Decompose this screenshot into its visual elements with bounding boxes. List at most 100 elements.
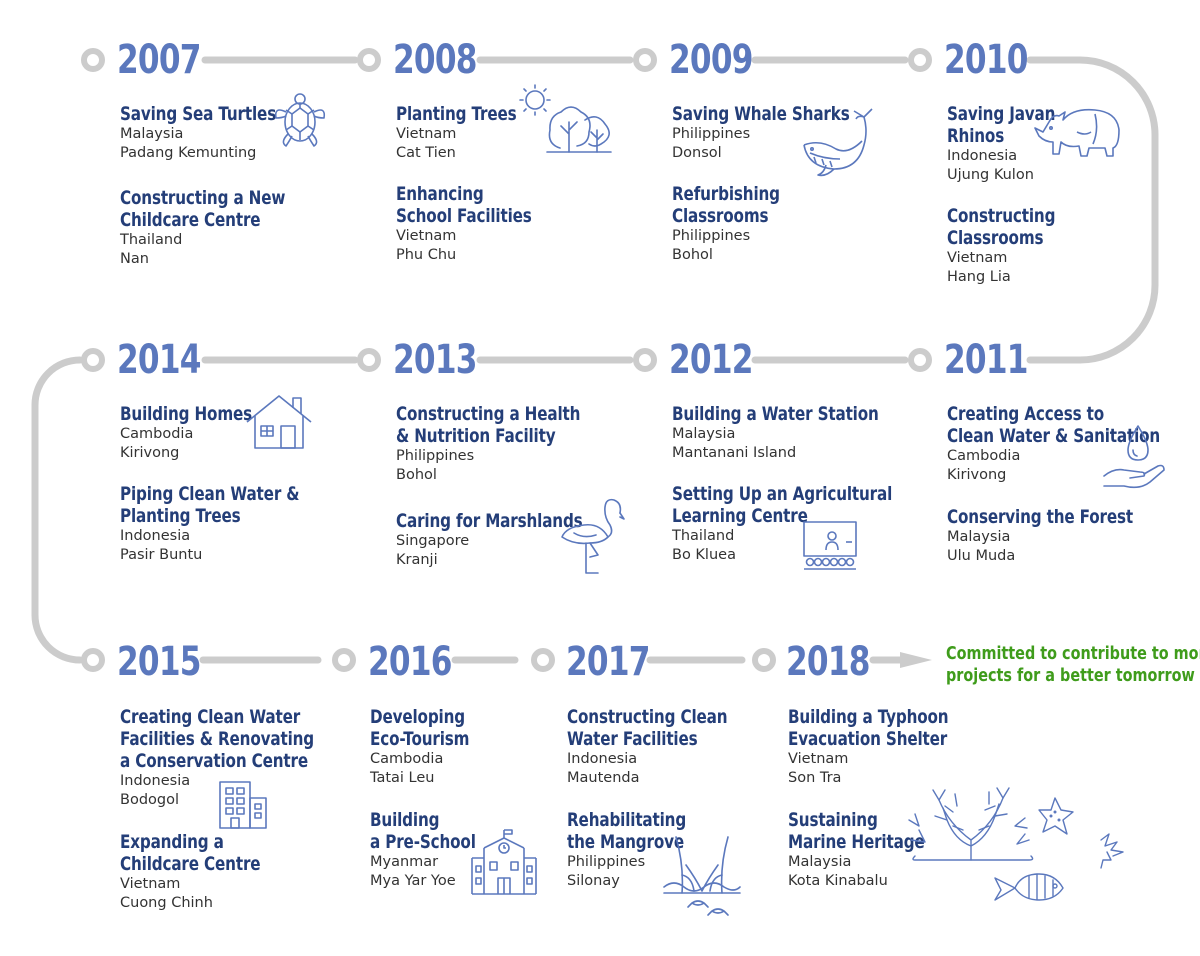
project-place: Kirivong bbox=[120, 445, 180, 461]
project-country: Cambodia bbox=[120, 426, 194, 442]
project-country: Indonesia bbox=[567, 751, 638, 767]
year-label: 2015 bbox=[117, 639, 201, 685]
year-label: 2018 bbox=[786, 639, 870, 685]
project-country: Vietnam bbox=[396, 228, 457, 244]
year-label: 2010 bbox=[944, 37, 1028, 83]
project-place: Tatai Leu bbox=[370, 770, 435, 786]
project-place: Bo Kluea bbox=[672, 547, 736, 563]
project-item: Piping Clean Water &Planting Trees Indon… bbox=[120, 483, 320, 565]
project-country: Myanmar bbox=[370, 854, 439, 870]
project-place: Pasir Buntu bbox=[120, 547, 203, 563]
project-place: Padang Kemunting bbox=[120, 145, 257, 161]
project-place: Silonay bbox=[567, 873, 620, 889]
project-place: Mautenda bbox=[567, 770, 640, 786]
project-item: Planting Trees Vietnam Cat Tien bbox=[396, 103, 596, 163]
project-item: Saving Sea Turtles Malaysia Padang Kemun… bbox=[120, 103, 320, 163]
project-title: Caring for Marshlands bbox=[396, 510, 583, 532]
project-place: Bodogol bbox=[120, 792, 179, 808]
project-country: Malaysia bbox=[120, 126, 184, 142]
project-place: Ujung Kulon bbox=[947, 167, 1034, 183]
project-country: Malaysia bbox=[947, 529, 1011, 545]
project-country: Philippines bbox=[672, 126, 751, 142]
year-label: 2012 bbox=[669, 337, 753, 383]
project-title: Conserving the Forest bbox=[947, 506, 1134, 528]
project-country: Malaysia bbox=[788, 854, 852, 870]
project-place: Donsol bbox=[672, 145, 722, 161]
project-place: Cat Tien bbox=[396, 145, 456, 161]
project-place: Phu Chu bbox=[396, 247, 457, 263]
arrow-icon bbox=[900, 652, 932, 668]
project-title: Saving Sea Turtles bbox=[120, 103, 277, 125]
coral-fish-icon bbox=[905, 780, 1135, 905]
project-country: Indonesia bbox=[947, 148, 1018, 164]
project-country: Vietnam bbox=[396, 126, 457, 142]
project-item: Building Homes Cambodia Kirivong bbox=[120, 403, 320, 463]
sun-trees-icon bbox=[505, 82, 615, 157]
project-place: Bohol bbox=[672, 247, 713, 263]
project-place: Hang Lia bbox=[947, 269, 1011, 285]
project-title: Constructing a Health& Nutrition Facilit… bbox=[396, 403, 581, 447]
project-title: Planting Trees bbox=[396, 103, 517, 125]
project-country: Vietnam bbox=[120, 876, 181, 892]
year-label: 2009 bbox=[669, 37, 753, 83]
flamingo-icon bbox=[560, 495, 630, 575]
water-hand-icon bbox=[1100, 420, 1170, 495]
whale-icon bbox=[800, 105, 875, 177]
project-country: Thailand bbox=[120, 232, 183, 248]
project-country: Cambodia bbox=[947, 448, 1021, 464]
project-country: Indonesia bbox=[120, 773, 191, 789]
project-place: Mantanani Island bbox=[672, 445, 797, 461]
project-place: Kirivong bbox=[947, 467, 1007, 483]
project-title: Piping Clean Water &Planting Trees bbox=[120, 483, 300, 527]
project-place: Bohol bbox=[396, 467, 437, 483]
house-icon bbox=[245, 392, 313, 450]
project-country: Philippines bbox=[672, 228, 751, 244]
building-icon bbox=[218, 780, 268, 830]
project-country: Vietnam bbox=[947, 250, 1008, 266]
project-place: Kota Kinabalu bbox=[788, 873, 888, 889]
rhino-icon bbox=[1033, 102, 1123, 160]
project-title: Building a Water Station bbox=[672, 403, 879, 425]
year-label: 2007 bbox=[117, 37, 201, 83]
project-item: Conserving the Forest Malaysia Ulu Muda bbox=[947, 506, 1147, 566]
project-place: Ulu Muda bbox=[947, 548, 1016, 564]
year-label: 2017 bbox=[566, 639, 650, 685]
year-label: 2016 bbox=[368, 639, 452, 685]
year-label: 2008 bbox=[393, 37, 477, 83]
project-country: Thailand bbox=[672, 528, 735, 544]
project-title: Building Homes bbox=[120, 403, 253, 425]
project-country: Singapore bbox=[396, 533, 470, 549]
project-country: Vietnam bbox=[788, 751, 849, 767]
project-title: Saving Whale Sharks bbox=[672, 103, 850, 125]
project-item: Building a Water Station Malaysia Mantan… bbox=[672, 403, 879, 463]
project-country: Indonesia bbox=[120, 528, 191, 544]
project-country: Cambodia bbox=[370, 751, 444, 767]
project-country: Philippines bbox=[396, 448, 475, 464]
